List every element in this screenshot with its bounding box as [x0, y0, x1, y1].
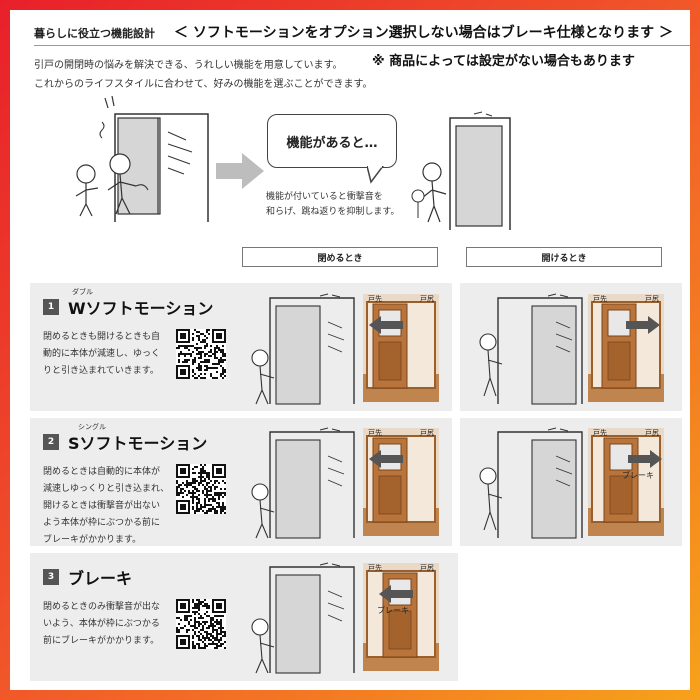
- feature-title: Sソフトモーション: [68, 434, 208, 453]
- opening-door-sketch: [479, 427, 583, 539]
- opening-door-photo: 戸先 戸尻ブレーキ: [588, 428, 664, 536]
- door-photo-image: [588, 294, 664, 402]
- speech-bubble: 機能があると…: [267, 114, 397, 168]
- header-divider: [34, 45, 690, 46]
- feature-number-badge: 3: [43, 569, 59, 585]
- bubble-caption: 機能が付いていると衝撃音を 和らげ、跳ね返りを抑制します。: [266, 190, 399, 220]
- qr-code-icon[interactable]: [176, 464, 226, 514]
- intro-line-2: これからのライフスタイルに合わせて、好みの機能を選ぶことができます。: [34, 79, 373, 90]
- intro-line-1: 引戸の開閉時の悩みを解決できる、うれしい機能を用意しています。: [34, 60, 343, 71]
- opening-door-sketch: [479, 293, 583, 405]
- door-front-label: 戸先: [593, 295, 607, 303]
- availability-note: ※ 商品によっては設定がない場合もあります: [372, 54, 635, 69]
- arrow-left-icon: [379, 585, 413, 603]
- feature-description: 閉めるときのみ衝撃音が出な いよう、本体が枠にぶつかる 前にブレーキがかかります…: [43, 602, 161, 646]
- bubble-caption-line-1: 機能が付いていると衝撃音を: [266, 192, 383, 202]
- qr-code-icon[interactable]: [176, 329, 226, 379]
- right-arrow-icon: [216, 153, 264, 189]
- content-panel: 暮らしに役立つ機能設計 ＜ ソフトモーションをオプション選択しない場合はブレーキ…: [10, 10, 690, 690]
- closing-door-sketch: [251, 562, 355, 674]
- door-back-label: 戸尻: [420, 429, 434, 437]
- arrow-left-icon: [369, 450, 403, 468]
- brake-label: ブレーキ: [622, 471, 654, 480]
- closing-door-sketch: [251, 427, 355, 539]
- feature-divider: [452, 283, 460, 411]
- feature-number-badge: 2: [43, 434, 59, 450]
- column-label-closing: 閉めるとき: [242, 247, 438, 267]
- feature-number-badge: 1: [43, 299, 59, 315]
- feature-title: ブレーキ: [68, 569, 133, 588]
- speech-bubble-text: 機能があると…: [286, 135, 378, 151]
- door-back-label: 戸尻: [420, 295, 434, 303]
- closing-door-photo: 戸先 戸尻: [363, 428, 439, 536]
- section-title: 暮らしに役立つ機能設計: [34, 27, 155, 40]
- door-photo-image: [363, 428, 439, 536]
- intro-text: 引戸の開閉時の悩みを解決できる、うれしい機能を用意しています。 これからのライフ…: [34, 56, 373, 94]
- arrow-right-icon: [626, 316, 660, 334]
- bubble-caption-line-2: 和らげ、跳ね返りを抑制します。: [266, 207, 400, 217]
- illustration-with-function: [411, 111, 511, 230]
- door-back-label: 戸尻: [420, 564, 434, 572]
- option-notice: ＜ ソフトモーションをオプション選択しない場合はブレーキ仕様となります ＞: [174, 25, 674, 41]
- door-front-label: 戸先: [368, 295, 382, 303]
- feature-divider: [452, 418, 460, 546]
- feature-ruby: ダブル: [72, 288, 93, 296]
- illustration-without-function: [75, 95, 209, 222]
- door-back-label: 戸尻: [645, 429, 659, 437]
- door-photo-image: [588, 428, 664, 536]
- speech-bubble-tail: [367, 166, 384, 184]
- door-photo-image: [363, 563, 439, 671]
- door-photo-image: [363, 294, 439, 402]
- feature-description: 閉めるときは自動的に本体が 減速しゆっくりと引き込まれ、 開けるときは衝撃音が出…: [43, 467, 170, 545]
- door-front-label: 戸先: [368, 564, 382, 572]
- closing-door-photo: 戸先 戸尻ブレーキ: [363, 563, 439, 671]
- door-front-label: 戸先: [593, 429, 607, 437]
- arrow-left-icon: [369, 316, 403, 334]
- arrow-right-icon: [628, 450, 662, 468]
- door-front-label: 戸先: [368, 429, 382, 437]
- column-label-opening: 開けるとき: [466, 247, 662, 267]
- qr-code-icon[interactable]: [176, 599, 226, 649]
- closing-door-photo: 戸先 戸尻: [363, 294, 439, 402]
- opening-door-photo: 戸先 戸尻: [588, 294, 664, 402]
- door-back-label: 戸尻: [645, 295, 659, 303]
- header: 暮らしに役立つ機能設計 ＜ ソフトモーションをオプション選択しない場合はブレーキ…: [34, 22, 684, 44]
- brake-label: ブレーキ: [377, 606, 409, 615]
- closing-door-sketch: [251, 293, 355, 405]
- feature-ruby: シングル: [78, 423, 106, 431]
- feature-description: 閉めるときも開けるときも自 動的に本体が減速し、ゆっく りと引き込まれていきます…: [43, 332, 161, 376]
- feature-title: Wソフトモーション: [68, 299, 214, 318]
